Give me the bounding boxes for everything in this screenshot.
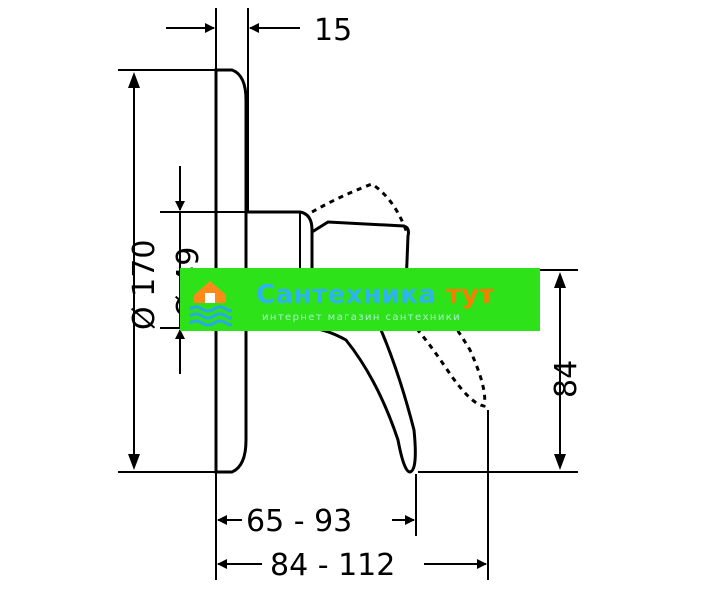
watermark-brand-main: Сантехника	[256, 280, 437, 310]
dim-proj-long-label: 84 - 112	[270, 548, 395, 583]
watermark-brand-accent: тут	[446, 280, 495, 310]
dim-84-label: 84	[549, 360, 584, 398]
lever-handle	[310, 220, 417, 474]
lever-alt-position	[311, 182, 410, 237]
wall-plate	[214, 68, 248, 474]
dim-170-arrow-bottom	[128, 454, 140, 470]
watermark-brand: Сантехника тут	[256, 280, 495, 310]
dim-170-arrow-top	[128, 72, 140, 88]
dim-15-label: 15	[314, 13, 352, 48]
watermark-tagline: интернет магазин сантехники	[262, 312, 462, 323]
dim-84-arrow-bottom	[554, 454, 566, 470]
dim-170-label: Ø 170	[127, 240, 162, 330]
dim-proj-short-label: 65 - 93	[246, 504, 352, 539]
watermark-banner: Сантехника тут интернет магазин сантехни…	[180, 268, 540, 331]
dim-84-arrow-top	[554, 272, 566, 288]
house-on-waves-icon	[189, 281, 232, 327]
